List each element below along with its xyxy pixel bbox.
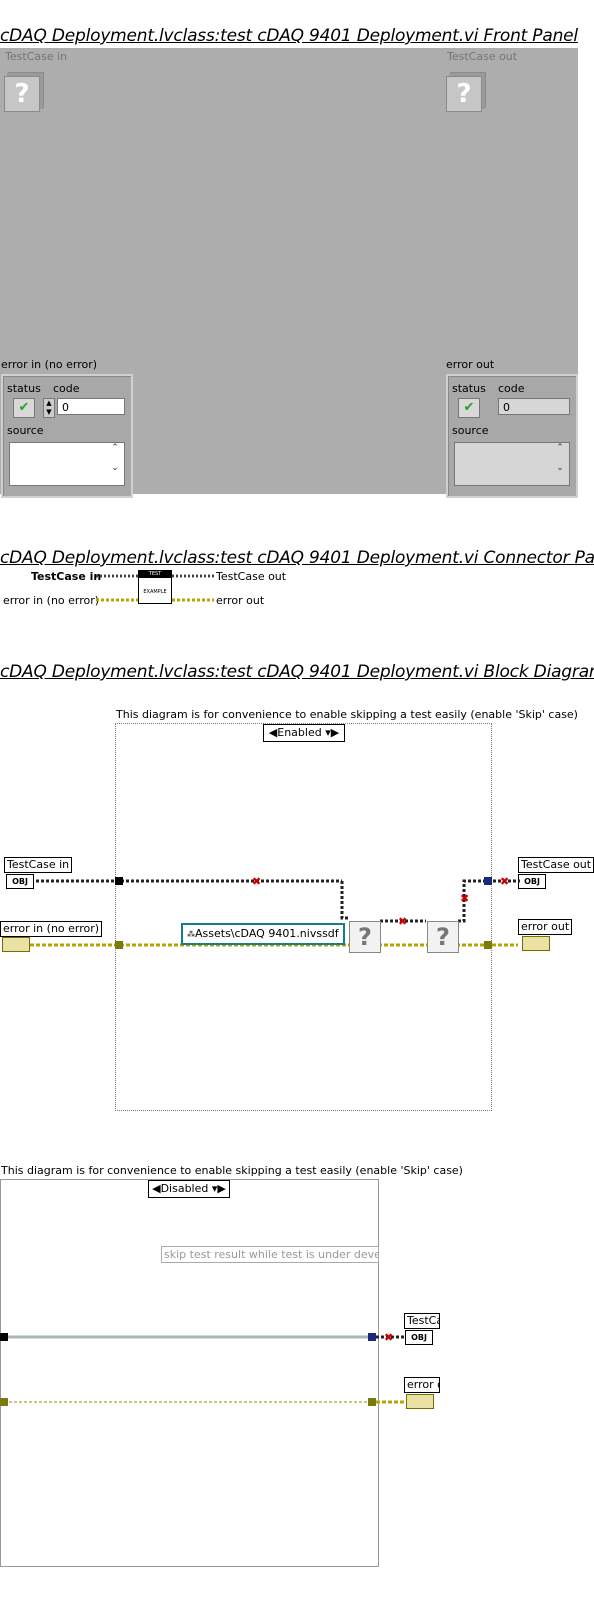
block-diagram-title: cDAQ Deployment.lvclass:test cDAQ 9401 D…: [0, 662, 594, 682]
increment-arrow-icon[interactable]: ▶: [217, 1182, 226, 1195]
subvi-2-question-icon[interactable]: ?: [427, 921, 459, 953]
coercion-icon: ✖: [500, 875, 509, 888]
case-selector-label: Disabled: [160, 1182, 209, 1195]
connector-error-in-label: error in (no error): [3, 594, 100, 607]
vi-icon: TEST EXAMPLE: [138, 570, 172, 604]
error-in-terminal-label: error in (no error): [0, 921, 103, 937]
case-selector-label: Enabled: [277, 726, 322, 739]
error-out-terminal[interactable]: [522, 936, 550, 951]
code-field[interactable]: 0: [57, 398, 125, 415]
coercion-icon: ✖: [398, 915, 407, 928]
question-icon: ?: [456, 79, 472, 109]
error-tunnel: [484, 941, 492, 949]
testcase-in-label: TestCase in: [5, 50, 68, 63]
testcase-in-terminal[interactable]: OBJ: [6, 874, 34, 889]
vi-icon-banner: TEST: [139, 571, 171, 578]
increment-arrow-icon[interactable]: ▶: [330, 726, 340, 739]
diagram-comment-2: This diagram is for convenience to enabl…: [1, 1164, 463, 1177]
case-structure-enabled[interactable]: [115, 723, 492, 1111]
code-label: code: [498, 382, 525, 395]
subvi-1-question-icon[interactable]: ?: [349, 921, 381, 953]
dropdown-arrow-icon[interactable]: ▾: [211, 1182, 218, 1195]
coercion-icon: ✖: [384, 1331, 393, 1344]
object-tunnel: [115, 877, 123, 885]
connector-pane-title: cDAQ Deployment.lvclass:test cDAQ 9401 D…: [0, 548, 594, 568]
path-constant-value: Assets\cDAQ 9401.nivssdf: [195, 927, 339, 940]
disabled-case-wires: ✖: [0, 1331, 405, 1406]
path-icon: ⁂: [187, 930, 195, 939]
error-out-label: error out: [446, 358, 495, 371]
dropdown-arrow-icon[interactable]: ▾: [325, 726, 331, 739]
object-tunnel: [484, 877, 492, 885]
testcase-in-terminal-label: TestCase in: [4, 857, 73, 873]
decrement-arrow-icon[interactable]: ◀: [268, 726, 278, 739]
code-label: code: [53, 382, 80, 395]
status-checkbox[interactable]: ✔: [13, 398, 35, 418]
error-out-terminal-2[interactable]: [406, 1394, 434, 1409]
case-selector-disabled[interactable]: ◀Disabled ▾▶: [148, 1180, 230, 1198]
object-tunnel: [0, 1333, 8, 1341]
error-in-label: error in (no error): [1, 358, 98, 371]
path-constant[interactable]: ⁂Assets\cDAQ 9401.nivssdf: [181, 923, 345, 945]
error-in-cluster: status code ✔ ▲▼ 0 source ⌃⌄: [1, 374, 133, 498]
code-stepper[interactable]: ▲▼: [43, 398, 55, 418]
error-out-cluster: status code ✔ 0 source ⌃⌄: [446, 374, 578, 498]
source-label: source: [452, 424, 489, 437]
coercion-icon: ✖: [460, 892, 469, 905]
code-indicator: 0: [498, 398, 570, 415]
error-tunnel: [368, 1398, 376, 1406]
source-scrollbar[interactable]: ⌃⌄: [111, 443, 119, 473]
error-out-terminal-label: error out: [518, 919, 573, 935]
connector-pane-wires: [96, 574, 214, 602]
status-indicator: ✔: [458, 398, 480, 418]
connector-error-out-label: error out: [216, 594, 265, 607]
status-label: status: [7, 382, 41, 395]
testcase-out-terminal-2[interactable]: OBJ: [405, 1330, 433, 1345]
testcase-out-terminal-label-2: TestCa: [404, 1313, 440, 1329]
case-structure-disabled[interactable]: [0, 1179, 379, 1567]
source-scrollbar[interactable]: ⌃⌄: [556, 443, 564, 473]
question-icon: ?: [14, 79, 30, 109]
vi-icon-text: EXAMPLE: [143, 589, 167, 595]
front-panel: TestCase in ? TestCase out ? error in (n…: [0, 48, 578, 498]
front-panel-title: cDAQ Deployment.lvclass:test cDAQ 9401 D…: [0, 26, 578, 46]
testcase-out-indicator: ?: [446, 76, 482, 112]
source-label: source: [7, 424, 44, 437]
error-tunnel: [0, 1398, 8, 1406]
case-selector-enabled[interactable]: ◀Enabled ▾▶: [263, 724, 345, 742]
testcase-out-label: TestCase out: [447, 50, 518, 63]
object-wire: [340, 881, 348, 920]
skip-comment: skip test result while test is under dev…: [161, 1246, 379, 1263]
coercion-icon: ✖: [252, 875, 261, 888]
connector-testcase-in-label: TestCase in: [31, 570, 102, 583]
enabled-case-wires: ✖ ✖ ✖ ✖: [30, 875, 520, 949]
testcase-out-terminal-label: TestCase out: [518, 857, 594, 873]
object-tunnel: [368, 1333, 376, 1341]
source-indicator: ⌃⌄: [454, 442, 570, 486]
source-field[interactable]: ⌃⌄: [9, 442, 125, 486]
object-wire: [458, 879, 520, 923]
error-out-terminal-label-2: error o: [404, 1377, 440, 1393]
decrement-arrow-icon[interactable]: ◀: [152, 1182, 161, 1195]
connector-testcase-out-label: TestCase out: [216, 570, 287, 583]
status-label: status: [452, 382, 486, 395]
diagram-comment: This diagram is for convenience to enabl…: [116, 708, 578, 721]
testcase-in-control[interactable]: ?: [4, 76, 40, 112]
error-in-terminal[interactable]: [2, 937, 30, 952]
error-tunnel: [115, 941, 123, 949]
